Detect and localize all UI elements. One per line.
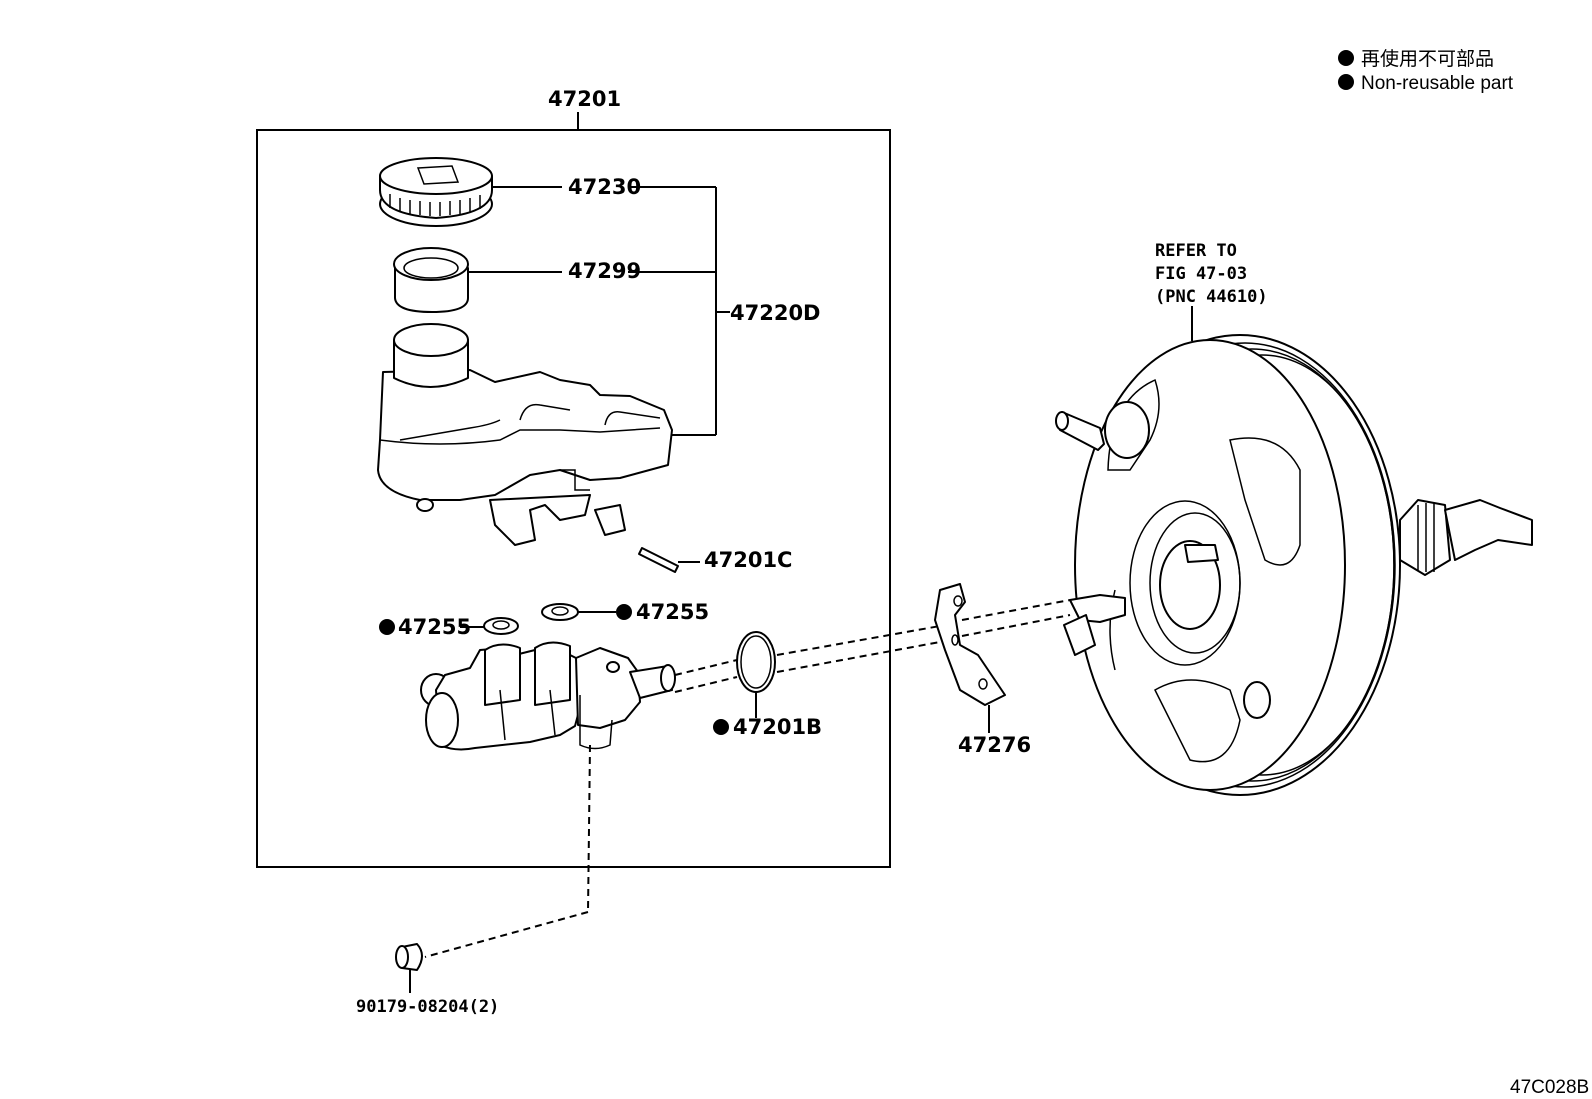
strainer-part[interactable]: [393, 247, 469, 313]
pin-part[interactable]: [638, 547, 679, 573]
assembly-47201: 47201: [256, 87, 891, 868]
assembly-box: [256, 129, 891, 868]
o-ring-part[interactable]: [736, 631, 776, 693]
label-gasket[interactable]: 47276: [958, 733, 1031, 757]
label-pin[interactable]: 47201C: [704, 548, 792, 572]
plug-part[interactable]: [395, 943, 423, 971]
grommet-left-part[interactable]: [483, 617, 519, 635]
label-o-ring[interactable]: 47201B: [733, 715, 822, 739]
non-reusable-bullet-icon: [1338, 74, 1354, 90]
label-booster-ref-line1[interactable]: REFER TO: [1155, 241, 1237, 261]
alignment-lines: [424, 584, 1146, 958]
legend-non-reusable-jp: 再使用不可部品: [1361, 48, 1494, 70]
label-grommet-left[interactable]: 47255: [398, 615, 471, 639]
non-reusable-bullet-icon: [616, 604, 632, 620]
non-reusable-bullet-icon: [713, 719, 729, 735]
label-plug[interactable]: 90179-08204(2): [356, 997, 499, 1017]
legend-non-reusable-en: Non-reusable part: [1361, 73, 1514, 94]
figure-code: 47C028B: [1510, 1077, 1589, 1098]
reservoir-cap-part[interactable]: [379, 157, 493, 227]
legend: 再使用不可部品 Non-reusable part: [1338, 48, 1514, 94]
label-reservoir[interactable]: 47220D: [730, 301, 821, 325]
label-assembly[interactable]: 47201: [548, 87, 621, 111]
brake-booster-part[interactable]: [1055, 334, 1533, 796]
reservoir-bracket: [628, 186, 730, 436]
grommet-right-part[interactable]: [541, 603, 579, 621]
gasket-part[interactable]: [934, 583, 1006, 706]
label-booster-ref-line3[interactable]: (PNC 44610): [1155, 287, 1268, 307]
master-cylinder-part[interactable]: [420, 641, 676, 751]
reservoir-tank-part[interactable]: [377, 323, 673, 546]
label-grommet-right[interactable]: 47255: [636, 600, 709, 624]
label-booster-ref-line2[interactable]: FIG 47-03: [1155, 264, 1247, 284]
non-reusable-bullet-icon: [1338, 50, 1354, 66]
non-reusable-bullet-icon: [379, 619, 395, 635]
